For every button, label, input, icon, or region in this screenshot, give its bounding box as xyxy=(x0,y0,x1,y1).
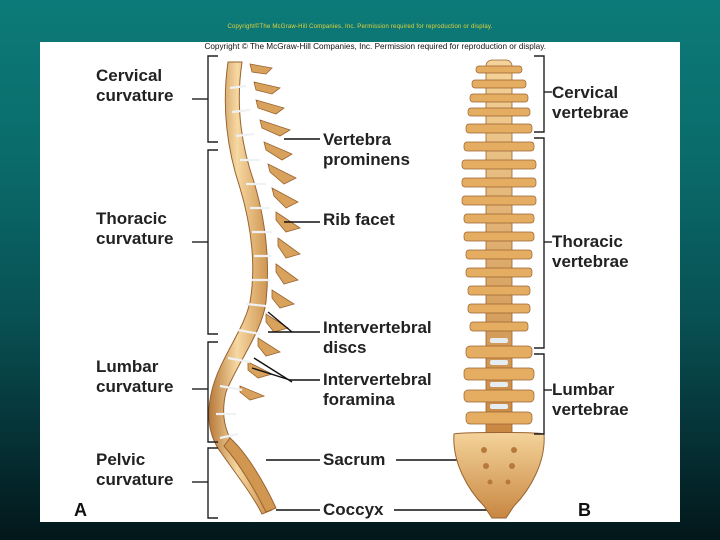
label-cervical-curvature: Cervical curvature xyxy=(96,66,173,106)
label-line: Thoracic xyxy=(552,232,629,252)
label-line: Intervertebral xyxy=(323,370,432,390)
label-intervertebral-discs: Intervertebral discs xyxy=(323,318,432,358)
label-lumbar-vertebrae: Lumbar vertebrae xyxy=(552,380,629,420)
label-line: Coccyx xyxy=(323,500,383,520)
label-line: prominens xyxy=(323,150,410,170)
label-line: vertebrae xyxy=(552,400,629,420)
figure-copyright: Copyright © The McGraw-Hill Companies, I… xyxy=(40,42,680,52)
slide-copyright: Copyright©The McGraw-Hill Companies, Inc… xyxy=(0,24,720,30)
label-line: discs xyxy=(323,338,432,358)
label-sacrum: Sacrum xyxy=(323,450,385,470)
label-thoracic-vertebrae: Thoracic vertebrae xyxy=(552,232,629,272)
panel-letter-a: A xyxy=(74,500,87,521)
panel-b-brackets xyxy=(534,56,552,434)
posterior-spine xyxy=(454,60,544,518)
label-line: Sacrum xyxy=(323,450,385,470)
label-line: curvature xyxy=(96,470,173,490)
label-thoracic-curvature: Thoracic curvature xyxy=(96,209,173,249)
label-line: Vertebra xyxy=(323,130,410,150)
lateral-spine xyxy=(209,62,300,514)
panel-letter-b: B xyxy=(578,500,591,521)
label-line: Lumbar xyxy=(96,357,173,377)
label-line: Rib facet xyxy=(323,210,395,230)
label-line: Intervertebral xyxy=(323,318,432,338)
label-line: Lumbar xyxy=(552,380,629,400)
label-line: vertebrae xyxy=(552,103,629,123)
label-coccyx: Coccyx xyxy=(323,500,383,520)
label-pelvic-curvature: Pelvic curvature xyxy=(96,450,173,490)
label-line: curvature xyxy=(96,86,173,106)
label-rib-facet: Rib facet xyxy=(323,210,395,230)
figure-panel: Copyright © The McGraw-Hill Companies, I… xyxy=(40,42,680,522)
label-vertebra-prominens: Vertebra prominens xyxy=(323,130,410,170)
label-line: curvature xyxy=(96,229,173,249)
label-lumbar-curvature: Lumbar curvature xyxy=(96,357,173,397)
label-line: curvature xyxy=(96,377,173,397)
label-line: Pelvic xyxy=(96,450,173,470)
label-line: Cervical xyxy=(96,66,173,86)
label-intervertebral-foramina: Intervertebral foramina xyxy=(323,370,432,410)
label-line: foramina xyxy=(323,390,432,410)
label-line: Cervical xyxy=(552,83,629,103)
label-cervical-vertebrae: Cervical vertebrae xyxy=(552,83,629,123)
label-line: Thoracic xyxy=(96,209,173,229)
panel-a-brackets xyxy=(192,56,218,518)
label-line: vertebrae xyxy=(552,252,629,272)
